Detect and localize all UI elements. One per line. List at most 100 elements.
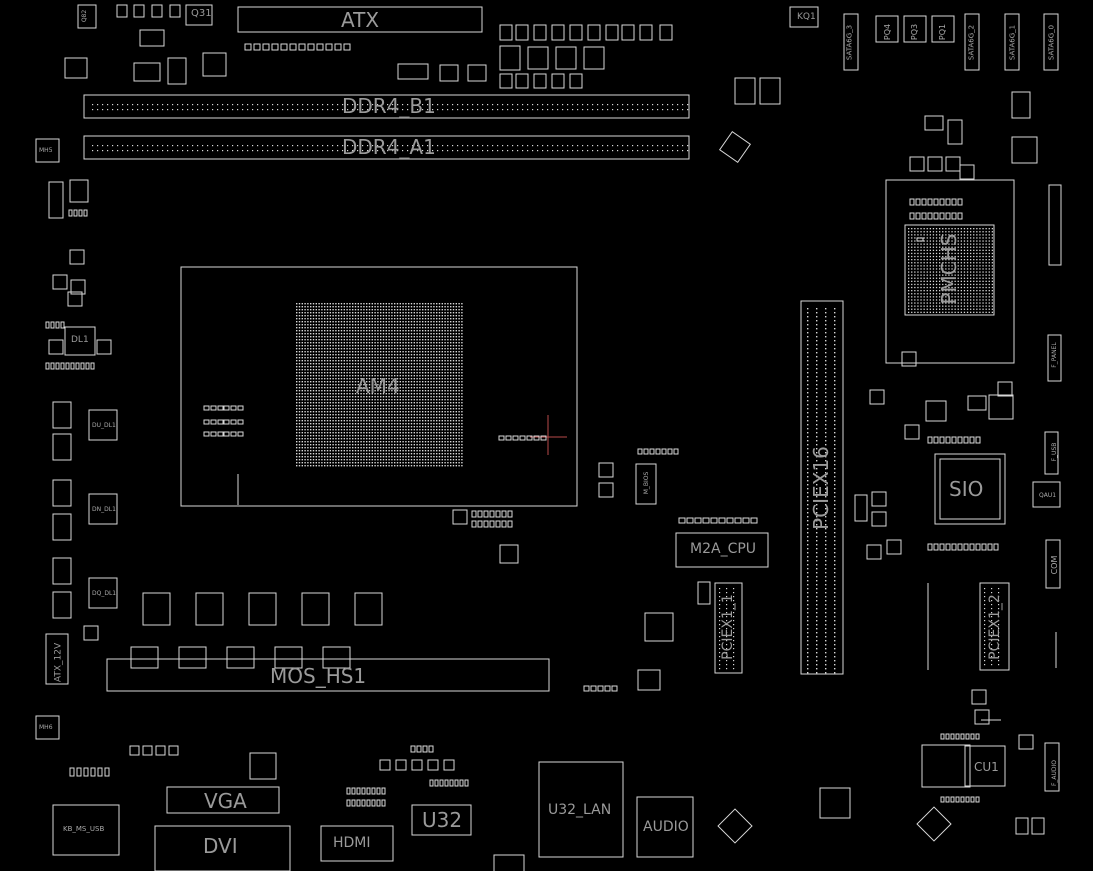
pcie-pin xyxy=(733,592,735,594)
cpu-pin xyxy=(394,393,396,395)
cpu-pin xyxy=(346,414,348,416)
dimm-pin xyxy=(457,145,459,147)
bga-ball xyxy=(926,231,928,233)
cpu-pin xyxy=(419,306,421,308)
cpu-pin xyxy=(399,327,401,329)
cpu-pin xyxy=(382,315,385,317)
cpu-pin xyxy=(382,396,385,398)
cpu-pin xyxy=(374,444,376,446)
cpu-pin xyxy=(382,417,385,419)
cpu-pin xyxy=(301,336,303,338)
cpu-pin xyxy=(399,360,401,362)
bga-ball xyxy=(908,277,910,279)
pcie-pin xyxy=(807,400,809,402)
cpu-pin xyxy=(391,369,393,371)
cpu-pin xyxy=(458,369,460,371)
bga-ball xyxy=(945,283,947,286)
cpu-pin xyxy=(433,393,435,395)
cpu-pin xyxy=(458,399,460,401)
cpu-pin xyxy=(298,402,301,404)
cpu-pin xyxy=(377,447,379,449)
cpu-pin xyxy=(346,429,348,431)
cpu-pin xyxy=(343,456,345,458)
cpu-pin xyxy=(368,402,371,404)
dimm-pin xyxy=(467,150,469,152)
cpu-pin xyxy=(410,405,413,407)
cpu-pin xyxy=(382,435,385,437)
cpu-pin xyxy=(335,381,337,383)
cpu-pin xyxy=(410,321,413,323)
bga-ball xyxy=(926,255,928,258)
small-part xyxy=(639,24,653,41)
cpu-pin xyxy=(388,435,390,437)
dimm-pin xyxy=(682,150,684,152)
cpu-pin xyxy=(461,390,463,392)
cpu-pin xyxy=(340,408,343,410)
pcie-pin xyxy=(834,476,836,478)
cpu-pin xyxy=(354,366,357,368)
cpu-pin xyxy=(360,390,362,392)
cpu-pin xyxy=(444,348,446,350)
cpu-pin xyxy=(413,396,415,398)
cpu-pin xyxy=(452,360,455,362)
cpu-pin xyxy=(410,333,413,335)
pcie-pin xyxy=(816,652,818,654)
cpu-pin xyxy=(296,435,298,437)
cpu-pin xyxy=(296,408,298,410)
cpu-pin xyxy=(340,303,343,305)
pcie-pin xyxy=(834,424,836,426)
cpu-pin xyxy=(312,315,315,317)
cpu-pin xyxy=(427,435,429,437)
cpu-pin xyxy=(371,375,373,377)
pcie-pin xyxy=(991,628,993,630)
mos-heatsink xyxy=(106,658,550,692)
cpu-pin xyxy=(424,351,427,353)
smd-pad xyxy=(129,745,140,756)
cpu-pin xyxy=(363,456,365,458)
cpu-pin xyxy=(304,357,306,359)
cpu-pin xyxy=(396,336,399,338)
cpu-pin xyxy=(394,408,396,410)
cpu-pin xyxy=(410,378,413,380)
cpu-pin xyxy=(388,405,390,407)
cpu-pin xyxy=(368,309,371,311)
dimm-pin xyxy=(322,104,324,106)
pcie-pin xyxy=(807,568,809,570)
cpu-pin xyxy=(329,462,331,464)
cpu-pin xyxy=(441,420,443,422)
cpu-pin xyxy=(304,408,306,410)
cpu-pin xyxy=(388,378,390,380)
cpu-pin xyxy=(357,384,359,386)
cpu-pin xyxy=(427,441,429,443)
dimm-pin xyxy=(542,145,544,147)
cpu-pin xyxy=(396,312,399,314)
cpu-pin xyxy=(321,426,323,428)
pcie-pin xyxy=(719,640,721,642)
cpu-pin xyxy=(410,456,413,458)
dimm-pin xyxy=(337,150,339,152)
pcie-pin xyxy=(816,648,818,650)
smd-pad xyxy=(483,510,489,518)
cpu-pin xyxy=(377,438,379,440)
smd-pad xyxy=(945,436,951,444)
cpu-pin xyxy=(315,399,317,401)
small-part xyxy=(133,4,145,18)
bga-ball xyxy=(939,302,941,304)
cpu-pin xyxy=(388,348,390,350)
pcie-pin xyxy=(816,500,818,502)
cpu-pin xyxy=(340,321,343,323)
cpu-pin xyxy=(329,330,331,332)
cpu-pin xyxy=(349,438,351,440)
cpu-pin xyxy=(433,465,435,467)
cpu-pin xyxy=(410,447,413,449)
pcie-pin xyxy=(807,668,809,670)
cpu-pin xyxy=(343,447,345,449)
cpu-pin xyxy=(452,450,455,452)
cpu-pin xyxy=(380,321,382,323)
pcie-pin xyxy=(816,524,818,526)
bga-ball xyxy=(923,271,925,273)
cpu-pin xyxy=(422,369,424,371)
cpu-pin xyxy=(408,378,410,380)
pcie-pin xyxy=(825,416,827,418)
cpu-pin xyxy=(427,357,429,359)
